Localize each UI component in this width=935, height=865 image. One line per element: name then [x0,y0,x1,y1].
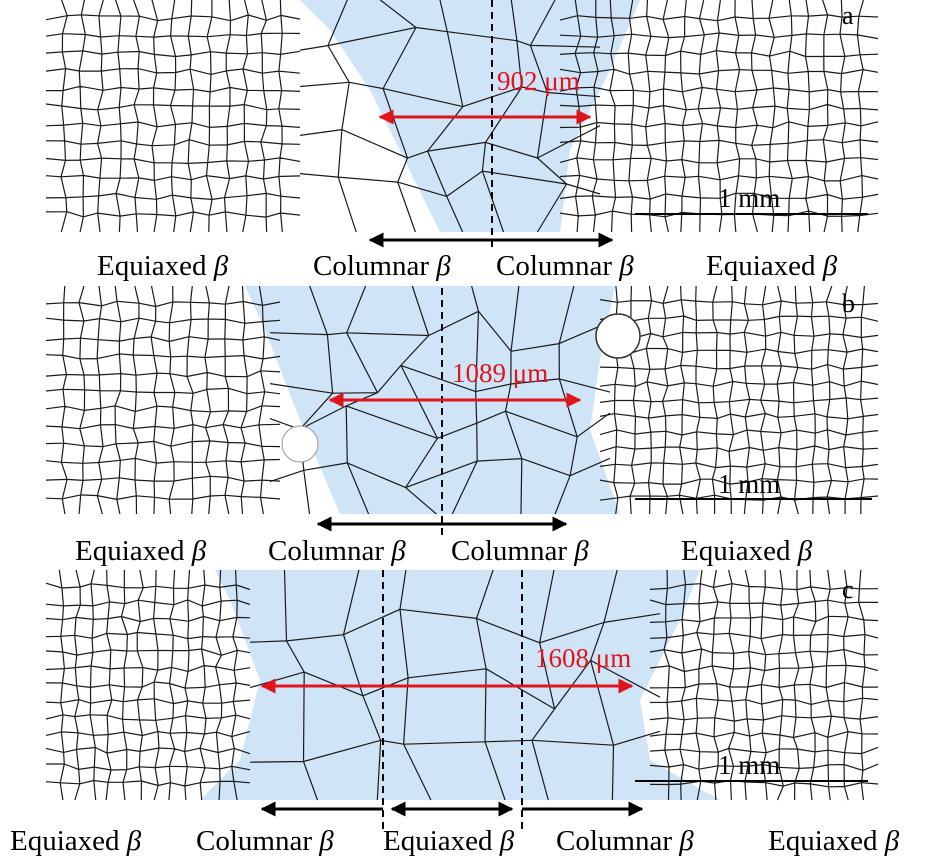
panel-c-letter: c [842,575,854,604]
zone-label: Equiaxed β [681,535,813,567]
panel-b-width-label: 1089 μm [452,358,548,388]
panel-b-scale-label: 1 mm [718,469,780,499]
grain-boundary-network [45,0,301,233]
zone-label: Equiaxed β [10,825,142,857]
zone-label: Equiaxed β [768,825,900,857]
zone-label: Columnar β [268,535,406,567]
panel-b: 1089 μm b 1 mm Equiaxed β Columnar β Col… [45,285,879,567]
grain-boundary-network [599,285,879,515]
grain-boundary-network [45,569,251,801]
panel-b-pore [595,313,641,359]
zone-label: Equiaxed β [383,825,515,857]
grain-boundary-network [649,569,879,801]
panel-a: 902 μm a 1 mm Equiaxed β Columnar β Colu… [45,0,879,282]
zone-label: Equiaxed β [97,250,229,282]
zone-label: Columnar β [451,535,589,567]
grain-boundary-network [299,0,601,233]
panel-c-grain-boundaries [45,569,879,801]
panel-a-width-label: 902 μm [497,66,580,96]
panel-a-scale-label: 1 mm [718,183,780,213]
zone-label: Columnar β [196,825,334,857]
panel-c-scale-label: 1 mm [718,750,780,780]
panel-c: 1608 μm c 1 mm Equiaxed β Columnar β Equ… [10,569,900,857]
panel-a-grain-boundaries [45,0,879,233]
panel-b-pore [281,425,319,463]
zone-label: Columnar β [496,250,634,282]
grain-boundary-network [559,0,879,233]
panel-b-letter: b [842,289,855,318]
zone-label: Columnar β [313,250,451,282]
grain-boundary-network [45,285,281,515]
zone-label: Columnar β [556,825,694,857]
panel-a-letter: a [842,1,854,30]
panel-c-width-label: 1608 μm [535,643,631,673]
panel-b-grain-boundaries [45,285,879,515]
zone-label: Equiaxed β [706,250,838,282]
zone-label: Equiaxed β [75,535,207,567]
grain-boundary-network [249,569,661,801]
